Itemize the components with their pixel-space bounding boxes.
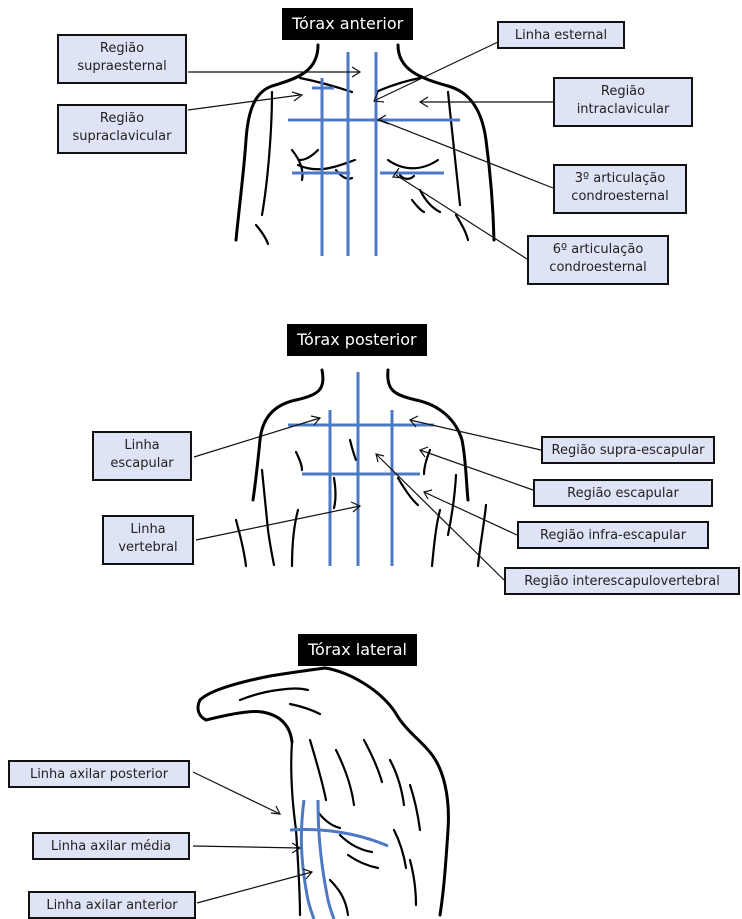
label-3-articulacao-condroesternal: 3º articulação condroesternal: [553, 164, 687, 214]
label-linha-axilar-media: Linha axilar média: [32, 832, 190, 860]
label-linha-axilar-posterior: Linha axilar posterior: [8, 760, 190, 788]
label-regiao-intraclavicular: Região intraclavicular: [553, 77, 693, 127]
lateral-pointers: [193, 772, 312, 903]
posterior-title: Tórax posterior: [287, 324, 427, 356]
posterior-guide-lines: [288, 372, 434, 566]
label-regiao-supraclavicular: Região supraclavicular: [57, 104, 187, 154]
posterior-torso-drawing: [236, 370, 486, 566]
label-regiao-interescapulovertebral: Região interescapulovertebral: [504, 567, 740, 595]
label-regiao-escapular: Região escapular: [533, 479, 713, 507]
posterior-pointers: [194, 416, 541, 580]
anterior-pointers: [188, 42, 553, 259]
anterior-torso-drawing: [236, 45, 494, 244]
label-linha-esternal: Linha esternal: [497, 21, 625, 49]
lateral-guide-lines: [290, 800, 388, 919]
label-regiao-supra-escapular: Região supra-escapular: [541, 436, 715, 464]
label-linha-escapular: Linha escapular: [92, 431, 192, 481]
anterior-title: Tórax anterior: [282, 8, 413, 40]
label-regiao-infra-escapular: Região infra-escapular: [517, 521, 709, 549]
label-linha-axilar-anterior: Linha axilar anterior: [28, 891, 196, 919]
lateral-title: Tórax lateral: [298, 634, 417, 666]
label-regiao-supraesternal: Região supraesternal: [57, 34, 187, 84]
label-6-articulacao-condroesternal: 6º articulação condroesternal: [527, 235, 669, 285]
label-linha-vertebral: Linha vertebral: [102, 515, 194, 565]
